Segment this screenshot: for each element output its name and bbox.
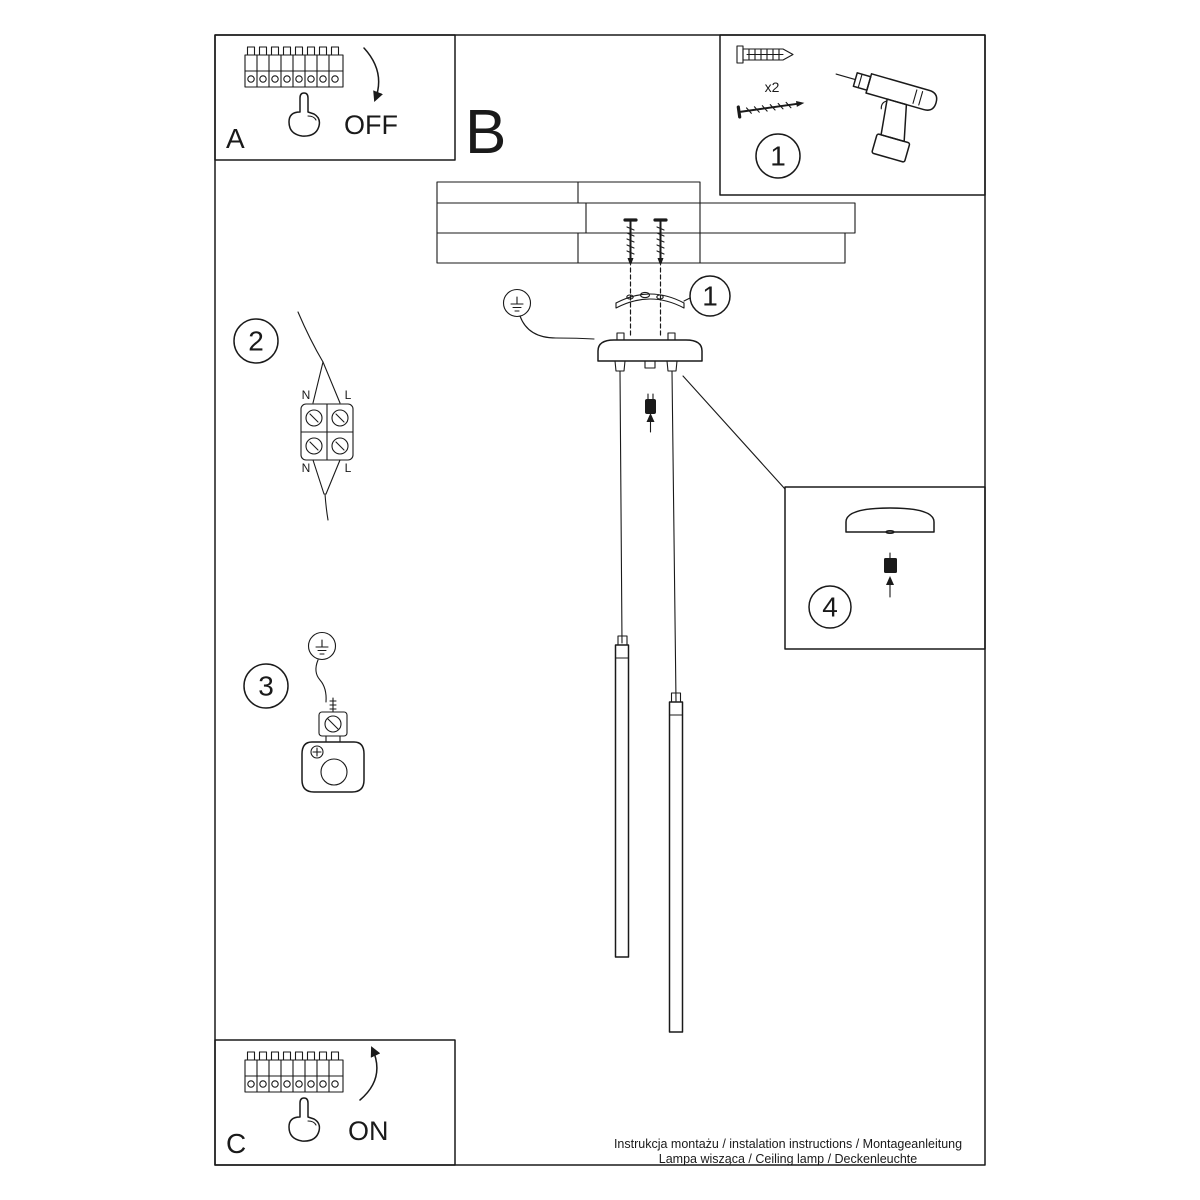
step-3-badge [243, 663, 289, 709]
anchor-qty-label: x2 [765, 79, 780, 95]
label-n-bottom: N [302, 461, 311, 475]
canopy-screw-icon [667, 332, 676, 341]
kit-step-number: 1 [770, 141, 786, 172]
step-1-badge [689, 275, 731, 317]
mounting-screws-icon [623, 218, 668, 340]
cable-gland-right [666, 360, 678, 372]
drill-icon [835, 72, 938, 163]
ground-symbol-icon [502, 288, 595, 340]
step-1-number: 1 [702, 281, 718, 312]
breaker-panel-icon [244, 46, 344, 88]
bulb-icon [645, 393, 656, 433]
step-2-badge [233, 318, 279, 364]
label-l-top: L [345, 388, 352, 402]
step-2-wiring: 2 N L N L [233, 311, 354, 521]
section-b-label: B [465, 98, 506, 167]
ceiling-planks [436, 181, 856, 264]
panel-a-label: A [226, 123, 245, 154]
terminal-block [300, 403, 354, 461]
footer-line-2: Lampa wisząca / Ceiling lamp / Deckenleu… [659, 1152, 918, 1166]
on-label: ON [348, 1116, 389, 1146]
up-arrow-icon [646, 413, 655, 422]
canopy-detail [845, 507, 935, 535]
step-4-number: 4 [822, 592, 838, 623]
breaker-panel-icon [244, 1051, 344, 1093]
footer-line-1: Instrukcja montażu / instalation instruc… [614, 1137, 962, 1151]
panel-a-box [214, 34, 456, 161]
panel-c-label: C [226, 1128, 246, 1159]
ground-wire [315, 659, 327, 703]
panel-c-box [214, 1039, 456, 1166]
step-3-number: 3 [258, 671, 274, 702]
step-4-border [784, 486, 986, 650]
pendant-cables [619, 370, 677, 702]
cable-gland-left [614, 360, 626, 372]
mounting-bracket [615, 291, 685, 309]
label-l-bottom: L [345, 461, 352, 475]
pendant-tube-left [614, 635, 630, 958]
plug-icon [884, 552, 897, 598]
kit-step-badge [755, 133, 801, 179]
ground-clamp [301, 735, 365, 793]
wall-anchor-icon [736, 45, 794, 64]
switch-off-arrow-icon [363, 47, 383, 102]
panel-a: A OFF [214, 34, 456, 161]
hand-icon [288, 1097, 321, 1142]
ceiling-canopy [597, 332, 703, 372]
step-4-box: 4 [784, 486, 986, 650]
step-4-badge [808, 585, 852, 629]
step4-leader-line [682, 375, 786, 490]
pendant-tube-right [668, 692, 684, 1033]
ground-symbol-icon [307, 631, 337, 661]
hand-icon [288, 92, 321, 137]
kit-box: x2 1 [719, 34, 986, 196]
step-3-grounding: 3 [243, 631, 365, 793]
panel-c: C ON [214, 1039, 456, 1166]
supply-cable [297, 311, 324, 363]
step1-leader-line [683, 297, 691, 302]
center-socket [644, 360, 656, 369]
ground-leader-line [519, 315, 595, 340]
canopy-screw-icon [616, 332, 625, 341]
screw-icon [736, 100, 805, 119]
label-n-top: N [302, 388, 311, 402]
up-arrow-icon [886, 576, 894, 585]
kit-box-border [719, 34, 986, 196]
switch-on-arrow-icon [359, 1046, 381, 1101]
step-2-number: 2 [248, 326, 264, 357]
sheet-border [214, 34, 986, 1166]
off-label: OFF [344, 110, 398, 140]
ground-terminal [318, 697, 348, 737]
lamp-cable [324, 493, 329, 521]
